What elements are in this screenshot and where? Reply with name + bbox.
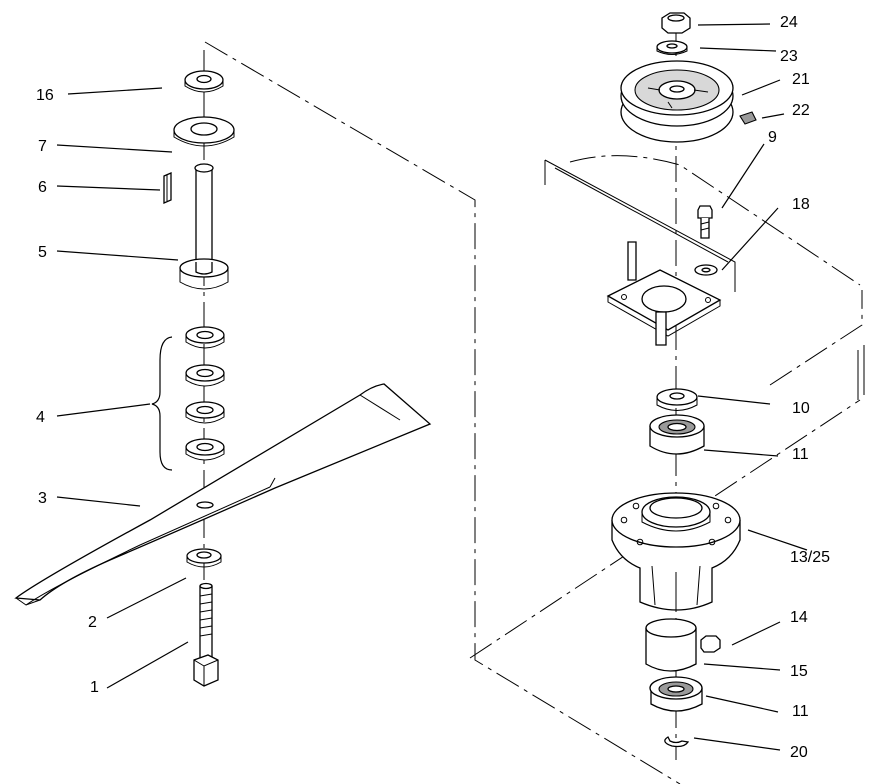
callout-1: 1	[90, 679, 99, 696]
callout-4: 4	[36, 409, 45, 426]
part-7-washer	[173, 116, 235, 147]
part-15-sleeve	[645, 618, 697, 672]
callout-14: 14	[790, 609, 808, 626]
part-16-washer	[184, 70, 224, 93]
callout-7: 7	[38, 138, 47, 155]
callout-13-25: 13/25	[790, 549, 830, 566]
part-10-washer	[656, 388, 698, 411]
part-9-bolt	[697, 205, 713, 239]
part-4-spacers	[151, 326, 225, 471]
callout-16: 16	[36, 87, 54, 104]
callout-3: 3	[38, 490, 47, 507]
callout-11-top: 11	[792, 446, 809, 463]
callout-18: 18	[792, 196, 810, 213]
part-22-key	[739, 111, 757, 125]
deck-outline	[203, 30, 865, 784]
callout-10: 10	[792, 400, 810, 417]
callout-20: 20	[790, 744, 808, 761]
part-21-pulley	[620, 60, 734, 143]
part-1-bolt	[193, 582, 219, 687]
part-5-spindle	[179, 163, 229, 290]
callout-23: 23	[780, 48, 798, 65]
callout-22: 22	[792, 102, 810, 119]
part-11-bearing-bottom	[649, 676, 703, 712]
callout-21: 21	[792, 71, 810, 88]
callout-24: 24	[780, 14, 798, 31]
leader-lines	[56, 23, 808, 751]
callout-2: 2	[88, 614, 97, 631]
part-14-nut	[700, 635, 721, 653]
part-20-retaining-ring	[664, 736, 690, 748]
callout-6: 6	[38, 179, 47, 196]
callout-9: 9	[768, 129, 777, 146]
callout-5: 5	[38, 244, 47, 261]
callout-11-bottom: 11	[792, 703, 809, 720]
part-24-nut	[661, 12, 691, 34]
part-6-key	[163, 172, 172, 204]
callout-labels: 1 2 3 4 5 6 7 16 9 10 11 13/25 14 15 11 …	[36, 14, 830, 761]
part-11-bearing-top	[649, 414, 705, 455]
part-13-25-housing	[611, 492, 741, 611]
part-3-blade	[14, 383, 432, 606]
callout-15: 15	[790, 663, 808, 680]
part-18-washer-plate	[606, 241, 722, 346]
part-23-washer	[656, 40, 688, 55]
part-2-washer	[186, 548, 222, 568]
